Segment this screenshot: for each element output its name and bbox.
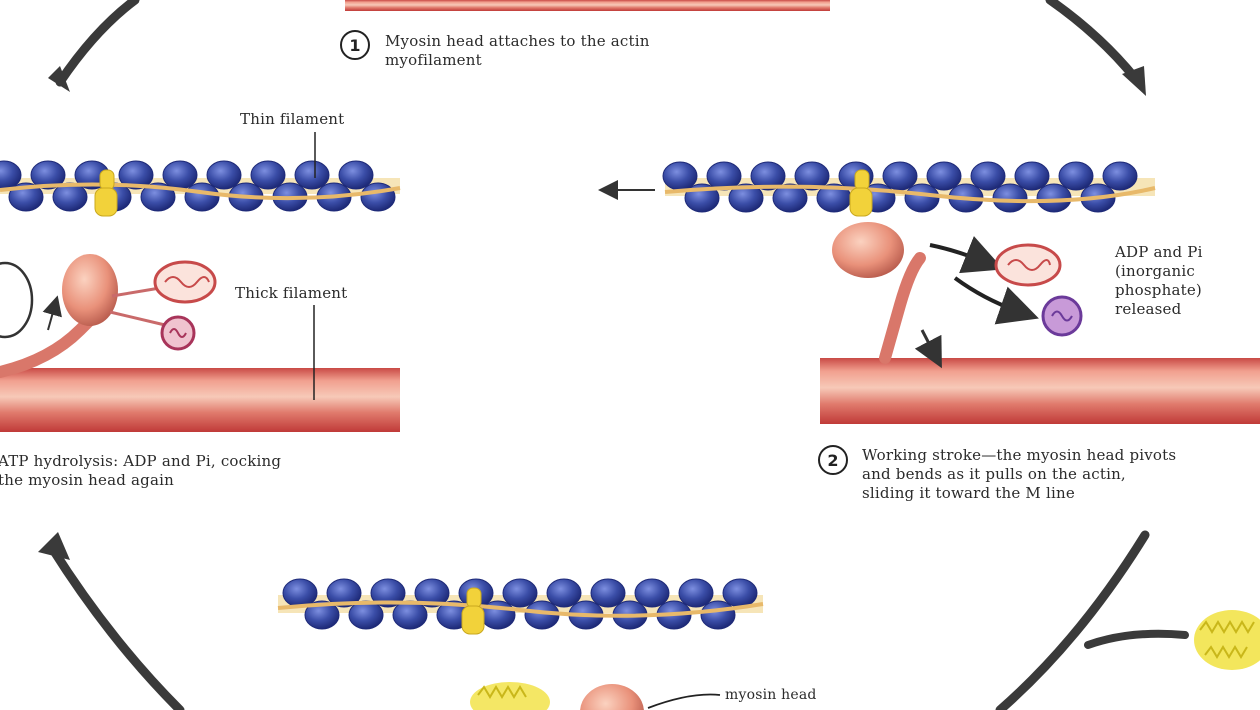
actin-bead bbox=[184, 182, 220, 212]
thin-filament-label: Thin filament bbox=[240, 110, 345, 128]
actin-bead bbox=[370, 578, 406, 608]
cycle-arrow-bottom-left bbox=[38, 532, 185, 710]
actin-bead bbox=[360, 182, 396, 212]
adp-molecule-right bbox=[994, 243, 1062, 287]
actin-bead bbox=[348, 600, 384, 630]
phosphate-molecule-right bbox=[1041, 295, 1083, 337]
actin-bead bbox=[326, 578, 362, 608]
phosphate-molecule-left bbox=[160, 315, 196, 351]
actin-bead bbox=[728, 183, 764, 213]
actin-bead bbox=[304, 600, 340, 630]
step-4-ring bbox=[0, 261, 62, 339]
step-1-text: Myosin head attaches to the actin myofil… bbox=[385, 32, 650, 69]
troponin-left bbox=[94, 169, 118, 217]
actin-bead bbox=[206, 160, 242, 190]
troponin-bottom bbox=[461, 587, 485, 635]
actin-bead bbox=[882, 161, 918, 191]
actin-bead bbox=[970, 161, 1006, 191]
step-2-text: Working stroke—the myosin head pivots an… bbox=[862, 446, 1177, 502]
troponin-right bbox=[849, 169, 873, 217]
actin-bead bbox=[992, 183, 1028, 213]
myosin-head-bottom bbox=[580, 684, 644, 710]
atp-molecule-right bbox=[1194, 610, 1260, 670]
atp-molecule-bottom bbox=[470, 682, 550, 710]
adp-molecule-left bbox=[153, 260, 217, 304]
thick-filament-top bbox=[345, 0, 830, 11]
thin-filament-bottom bbox=[277, 578, 764, 635]
actin-bead bbox=[294, 160, 330, 190]
thin-filament-left bbox=[0, 160, 401, 217]
actin-bead bbox=[250, 160, 286, 190]
actin-bead bbox=[502, 578, 538, 608]
actin-bead bbox=[662, 161, 698, 191]
actin-bead bbox=[634, 578, 670, 608]
step-1-number: 1 bbox=[340, 30, 370, 60]
actin-bead bbox=[722, 578, 758, 608]
cycle-arrow-top-right bbox=[1045, 0, 1146, 96]
actin-bead bbox=[590, 578, 626, 608]
actin-bead bbox=[30, 160, 66, 190]
release-arrows bbox=[929, 236, 1039, 325]
thick-filament-right bbox=[820, 358, 1260, 424]
actin-bead bbox=[338, 160, 374, 190]
step-2-number: 2 bbox=[818, 445, 848, 475]
actin-bead bbox=[904, 183, 940, 213]
actin-bead bbox=[392, 600, 428, 630]
myosin-head-label: myosin head bbox=[725, 687, 817, 703]
actin-bead bbox=[772, 183, 808, 213]
actin-bead bbox=[1102, 161, 1138, 191]
cycle-arrow-bottom-right bbox=[995, 530, 1189, 710]
actin-bead bbox=[162, 160, 198, 190]
cycle-arrow-top-left bbox=[48, 0, 140, 92]
actin-bead bbox=[678, 578, 714, 608]
step-4-text: ATP hydrolysis: ADP and Pi, cocking the … bbox=[0, 452, 282, 489]
thick-filament-left bbox=[0, 368, 400, 432]
actin-bead bbox=[546, 578, 582, 608]
myosin-head-right bbox=[832, 222, 942, 369]
myosin-head-left bbox=[0, 254, 166, 378]
actin-bead bbox=[1014, 161, 1050, 191]
actin-bead bbox=[750, 161, 786, 191]
thin-filament-right bbox=[662, 161, 1156, 217]
actin-bead bbox=[926, 161, 962, 191]
thick-filament-label: Thick filament bbox=[235, 284, 348, 302]
actin-bead bbox=[794, 161, 830, 191]
actin-bead bbox=[414, 578, 450, 608]
actin-bead bbox=[118, 160, 154, 190]
adp-release-label: ADP and Pi (inorganic phosphate) release… bbox=[1115, 243, 1203, 318]
myosin-head-pointer bbox=[647, 693, 721, 709]
actin-bead bbox=[1058, 161, 1094, 191]
actin-bead bbox=[1036, 183, 1072, 213]
actin-bead bbox=[700, 600, 736, 630]
actin-bead bbox=[282, 578, 318, 608]
